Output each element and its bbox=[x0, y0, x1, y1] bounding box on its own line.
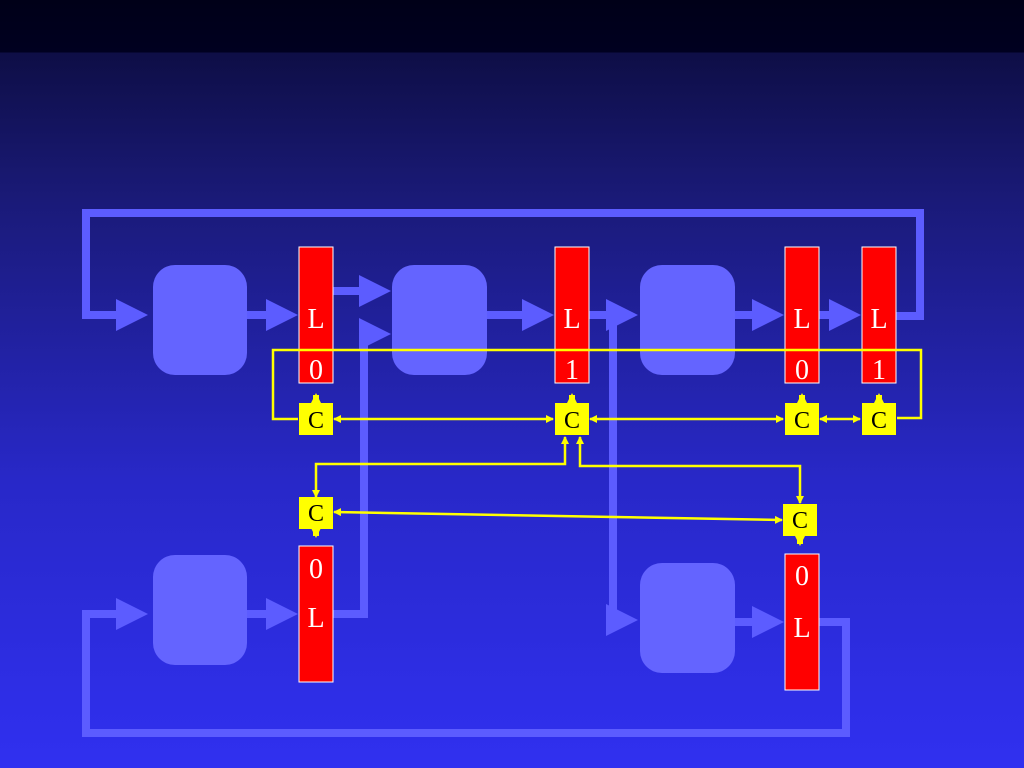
latch-top-3-top-label: L bbox=[793, 304, 810, 335]
controller-top-2-label: C bbox=[564, 408, 580, 434]
latch-bottom-2-top-label: 0 bbox=[795, 561, 809, 592]
controller-bottom-1-label: C bbox=[308, 501, 324, 527]
latch-top-1-bottom-label: 0 bbox=[309, 355, 323, 386]
controller-top-3 bbox=[785, 403, 819, 435]
latch-top-2 bbox=[554, 246, 590, 384]
latch-top-4-bottom-label: 1 bbox=[872, 355, 886, 386]
control-wires bbox=[271, 348, 923, 524]
latch-top-2-bottom-label: 1 bbox=[565, 355, 579, 386]
controller-bottom-2-label: C bbox=[792, 508, 808, 534]
controller-top-3-label: C bbox=[794, 408, 810, 434]
latch-top-4-top-label: L bbox=[870, 304, 887, 335]
bottom-feedback-wire bbox=[82, 598, 850, 737]
controller-top-4-label: C bbox=[871, 408, 887, 434]
latches bbox=[298, 246, 897, 691]
enable-arrows bbox=[310, 393, 885, 546]
controller-bottom-1 bbox=[299, 497, 333, 529]
controllers bbox=[299, 403, 896, 536]
latch-bottom-1-top-label: 0 bbox=[309, 554, 323, 585]
stage-block-4 bbox=[153, 555, 247, 665]
latch-top-1 bbox=[298, 246, 334, 384]
latch-top-3 bbox=[784, 246, 820, 384]
latch-bottom-1 bbox=[298, 545, 334, 683]
stage-block-5 bbox=[640, 563, 735, 673]
latch-top-2-top-label: L bbox=[563, 304, 580, 335]
stage-block-3 bbox=[640, 265, 735, 375]
latch-bottom-2-bottom-label: L bbox=[793, 613, 810, 644]
stage-block-2 bbox=[392, 265, 487, 375]
latch-top-1-top-label: L bbox=[307, 304, 324, 335]
controller-top-4 bbox=[862, 403, 896, 435]
control-wire-c2-to-c5 bbox=[312, 436, 569, 498]
controller-top-2 bbox=[555, 403, 589, 435]
wire-latch5-to-stage2 bbox=[333, 318, 391, 618]
latch-bottom-2 bbox=[784, 553, 820, 691]
control-wire-c2-to-c6 bbox=[576, 436, 804, 504]
controller-top-1 bbox=[299, 403, 333, 435]
stage-blocks bbox=[153, 265, 735, 673]
control-ring-wire bbox=[271, 348, 923, 421]
latch-bottom-1-bottom-label: L bbox=[307, 603, 324, 634]
top-feedback-wire bbox=[82, 209, 924, 331]
latch-top-4 bbox=[861, 246, 897, 384]
controller-top-1-label: C bbox=[308, 408, 324, 434]
wire-branch-to-stage6 bbox=[606, 315, 638, 636]
control-wire-c5-c6 bbox=[333, 508, 783, 524]
latch-top-3-bottom-label: 0 bbox=[795, 355, 809, 386]
controller-bottom-2 bbox=[783, 504, 817, 536]
stage-block-1 bbox=[153, 265, 247, 375]
